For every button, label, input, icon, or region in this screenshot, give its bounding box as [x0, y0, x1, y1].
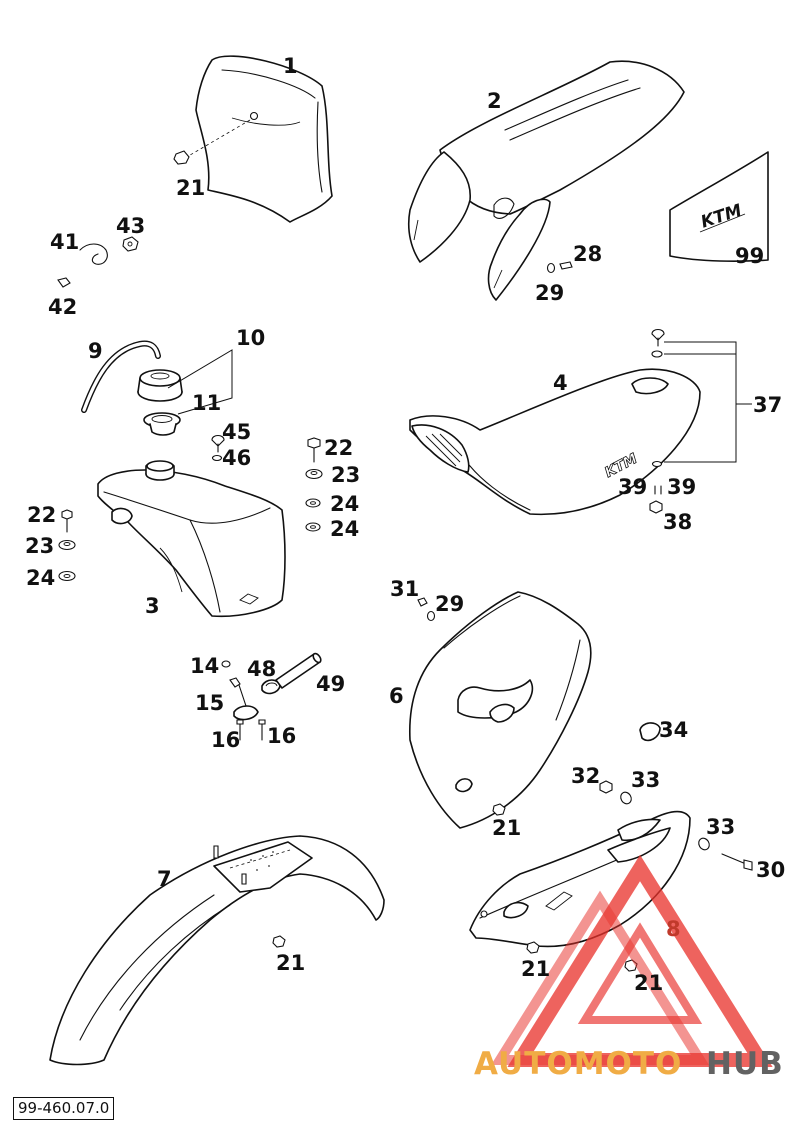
- callout-10: 10: [236, 326, 265, 350]
- screw-16b: [258, 719, 266, 741]
- callout-43: 43: [116, 214, 145, 238]
- bolt-21a: [173, 150, 190, 165]
- washer-29a: [546, 262, 556, 274]
- bolt-21b: [526, 941, 540, 954]
- callout-23: 23: [331, 463, 360, 487]
- callout-9: 9: [88, 339, 103, 363]
- fuel-tap-15: [229, 677, 259, 721]
- callout-42: 42: [48, 295, 77, 319]
- callout-3: 3: [145, 594, 160, 618]
- callout-15: 15: [195, 691, 224, 715]
- callout-38: 38: [663, 510, 692, 534]
- bolt-28: [559, 261, 573, 270]
- front-fender-7: [49, 835, 385, 1066]
- callout-8: 8: [666, 917, 681, 941]
- washer-24b: [305, 498, 321, 508]
- radiator-spoiler-6: [408, 591, 592, 829]
- cap-seal-11: [143, 412, 181, 436]
- ktm-decal: KTM: [669, 151, 769, 262]
- washer-46: [211, 454, 223, 462]
- screw-42: [57, 277, 71, 288]
- watermark-text-1: AUTOMOTO: [474, 1046, 682, 1082]
- bolt-21c: [492, 803, 506, 816]
- fuel-hose-49: [275, 652, 322, 689]
- callout-24: 24: [330, 492, 359, 516]
- tank-cap-10: [137, 369, 183, 402]
- grommet-23a: [58, 539, 76, 551]
- screw-31: [417, 597, 428, 607]
- callout-4: 4: [553, 371, 568, 395]
- callout-16: 16: [211, 728, 240, 752]
- callout-14: 14: [190, 654, 219, 678]
- washer-33b: [698, 837, 710, 851]
- washer-33a: [620, 791, 632, 805]
- breather-hose-9: [81, 340, 161, 413]
- callout-21: 21: [276, 951, 305, 975]
- callout-11: 11: [192, 391, 221, 415]
- callout-23: 23: [25, 534, 54, 558]
- washer-24a: [58, 570, 76, 582]
- cable-tie-41: [79, 243, 108, 265]
- callout-32: 32: [571, 764, 600, 788]
- seat-4: KTM: [409, 368, 701, 516]
- callout-24: 24: [330, 517, 359, 541]
- bolt-37: [651, 328, 665, 468]
- bolt-30: [721, 853, 753, 871]
- callout-99: 99: [735, 244, 764, 268]
- callout-21: 21: [634, 971, 663, 995]
- plug-34: [639, 722, 661, 742]
- callout-22: 22: [27, 503, 56, 527]
- callout-30: 30: [756, 858, 785, 882]
- screw-16a: [236, 719, 244, 741]
- callout-41: 41: [50, 230, 79, 254]
- callout-21: 21: [521, 957, 550, 981]
- callout-45: 45: [222, 420, 251, 444]
- callout-39: 39: [618, 475, 647, 499]
- fuel-tank-3: [97, 460, 286, 618]
- clip-39: [654, 485, 662, 495]
- callout-33: 33: [631, 768, 660, 792]
- drawing-number: 99-460.07.0: [13, 1097, 115, 1120]
- screw-45: [211, 434, 225, 453]
- washer-14: [221, 660, 231, 668]
- callout-21: 21: [492, 816, 521, 840]
- washer-24c: [305, 522, 321, 532]
- callout-1: 1: [283, 54, 298, 78]
- callout-6: 6: [389, 684, 404, 708]
- watermark-logo: AUTOMOTO HUB: [474, 854, 784, 1082]
- callout-34: 34: [659, 718, 688, 742]
- callout-46: 46: [222, 446, 251, 470]
- leader-lines: [167, 341, 752, 463]
- front-number-plate: [184, 55, 333, 223]
- callout-16: 16: [267, 724, 296, 748]
- grommet-32: [599, 780, 613, 794]
- callout-29: 29: [435, 592, 464, 616]
- callout-22: 22: [324, 436, 353, 460]
- side-panel-8: [469, 810, 691, 948]
- watermark-text-2: HUB: [706, 1046, 784, 1082]
- washer-29b: [426, 610, 436, 622]
- callout-7: 7: [157, 867, 172, 891]
- callout-31: 31: [390, 577, 419, 601]
- bolt-21d: [272, 935, 286, 948]
- callout-49: 49: [316, 672, 345, 696]
- callout-28: 28: [573, 242, 602, 266]
- callout-labels: 1 2 21 43 41 42 28 29 99 10 9 11 4 37 45…: [25, 54, 785, 995]
- callout-29: 29: [535, 281, 564, 305]
- callout-48: 48: [247, 657, 276, 681]
- callout-33: 33: [706, 815, 735, 839]
- callout-24: 24: [26, 566, 55, 590]
- grommet-23b: [305, 468, 323, 480]
- nut-38: [649, 500, 663, 514]
- callout-21: 21: [176, 176, 205, 200]
- bolt-22a: [61, 509, 73, 533]
- callout-2: 2: [487, 89, 502, 113]
- rear-fender: [407, 60, 685, 301]
- bolt-22b: [307, 437, 321, 463]
- callout-39: 39: [667, 475, 696, 499]
- nut-43: [122, 236, 139, 252]
- callout-37: 37: [753, 393, 782, 417]
